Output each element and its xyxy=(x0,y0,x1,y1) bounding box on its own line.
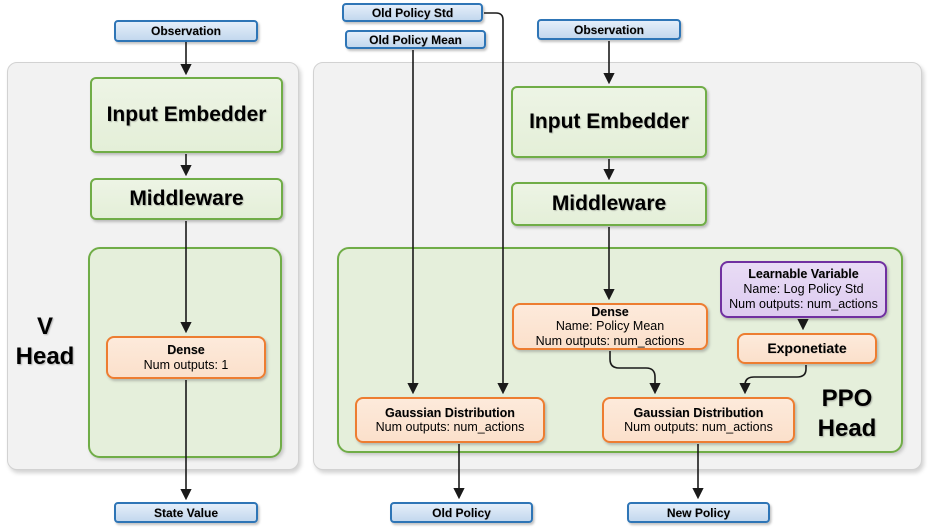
v-dense-node: Dense Num outputs: 1 xyxy=(106,336,266,379)
v-dense-num-outputs: Num outputs: 1 xyxy=(143,357,229,372)
v-input-embedder-node: Input Embedder xyxy=(90,77,283,153)
old-policy-std-node: Old Policy Std xyxy=(342,3,483,22)
policy-mean-dense-title: Dense xyxy=(591,304,629,319)
gaussian-old-num-outputs: Num outputs: num_actions xyxy=(375,420,525,434)
ppo-input-embedder-node: Input Embedder xyxy=(511,86,707,158)
ppo-head-label-line1: PPO xyxy=(821,385,873,412)
learnable-variable-name: Name: Log Policy Std xyxy=(743,282,864,296)
v-observation-node: Observation xyxy=(114,20,258,42)
gaussian-distribution-old-node: Gaussian Distribution Num outputs: num_a… xyxy=(355,397,545,443)
state-value-node: State Value xyxy=(114,502,258,523)
new-policy-node: New Policy xyxy=(627,502,770,523)
gaussian-new-num-outputs: Num outputs: num_actions xyxy=(624,420,773,434)
ppo-middleware-node: Middleware xyxy=(511,182,707,226)
gaussian-old-title: Gaussian Distribution xyxy=(385,405,515,420)
policy-mean-dense-name: Name: Policy Mean xyxy=(555,319,665,334)
ppo-head-label-line2: Head xyxy=(817,415,877,442)
old-policy-mean-node: Old Policy Mean xyxy=(345,30,486,49)
v-head-label: V Head xyxy=(6,312,84,372)
learnable-variable-node: Learnable Variable Name: Log Policy Std … xyxy=(720,261,887,318)
ppo-observation-node: Observation xyxy=(537,19,681,40)
v-head-label-line2: Head xyxy=(15,343,75,370)
old-policy-node: Old Policy xyxy=(390,502,533,523)
v-middleware-node: Middleware xyxy=(90,178,283,220)
learnable-variable-title: Learnable Variable xyxy=(748,267,859,281)
v-dense-title: Dense xyxy=(167,343,205,357)
learnable-variable-num-outputs: Num outputs: num_actions xyxy=(729,297,878,311)
exponetiate-node: Exponetiate xyxy=(737,333,877,364)
ppo-head-label: PPO Head xyxy=(802,384,892,444)
gaussian-new-title: Gaussian Distribution xyxy=(633,405,764,420)
v-head-label-line1: V xyxy=(36,313,53,340)
policy-mean-dense-node: Dense Name: Policy Mean Num outputs: num… xyxy=(512,303,708,350)
gaussian-distribution-new-node: Gaussian Distribution Num outputs: num_a… xyxy=(602,397,795,443)
policy-mean-dense-num-outputs: Num outputs: num_actions xyxy=(535,333,685,348)
